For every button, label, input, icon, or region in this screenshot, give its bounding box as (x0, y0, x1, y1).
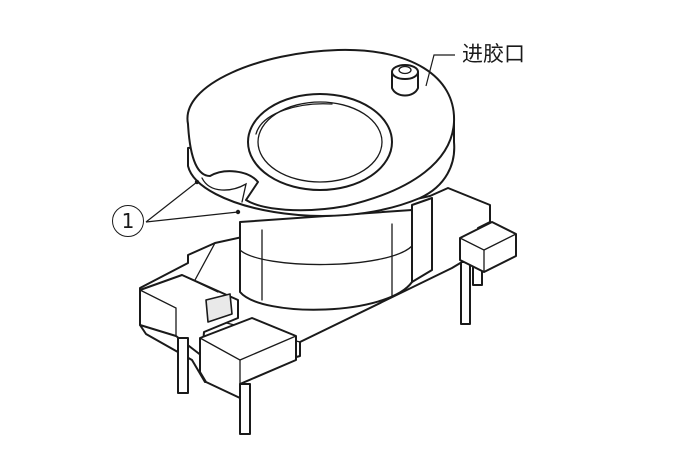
top-flange (186, 48, 456, 217)
front-pins (177, 337, 251, 435)
rear-post (459, 221, 517, 273)
left-tab (139, 274, 239, 357)
gate-label: 进胶口 (462, 42, 525, 66)
right-tab (199, 317, 297, 399)
core-barrel (239, 197, 433, 311)
gate-nub (391, 64, 419, 97)
leader-lines (145, 54, 455, 223)
part-marker: 1 (112, 205, 144, 237)
